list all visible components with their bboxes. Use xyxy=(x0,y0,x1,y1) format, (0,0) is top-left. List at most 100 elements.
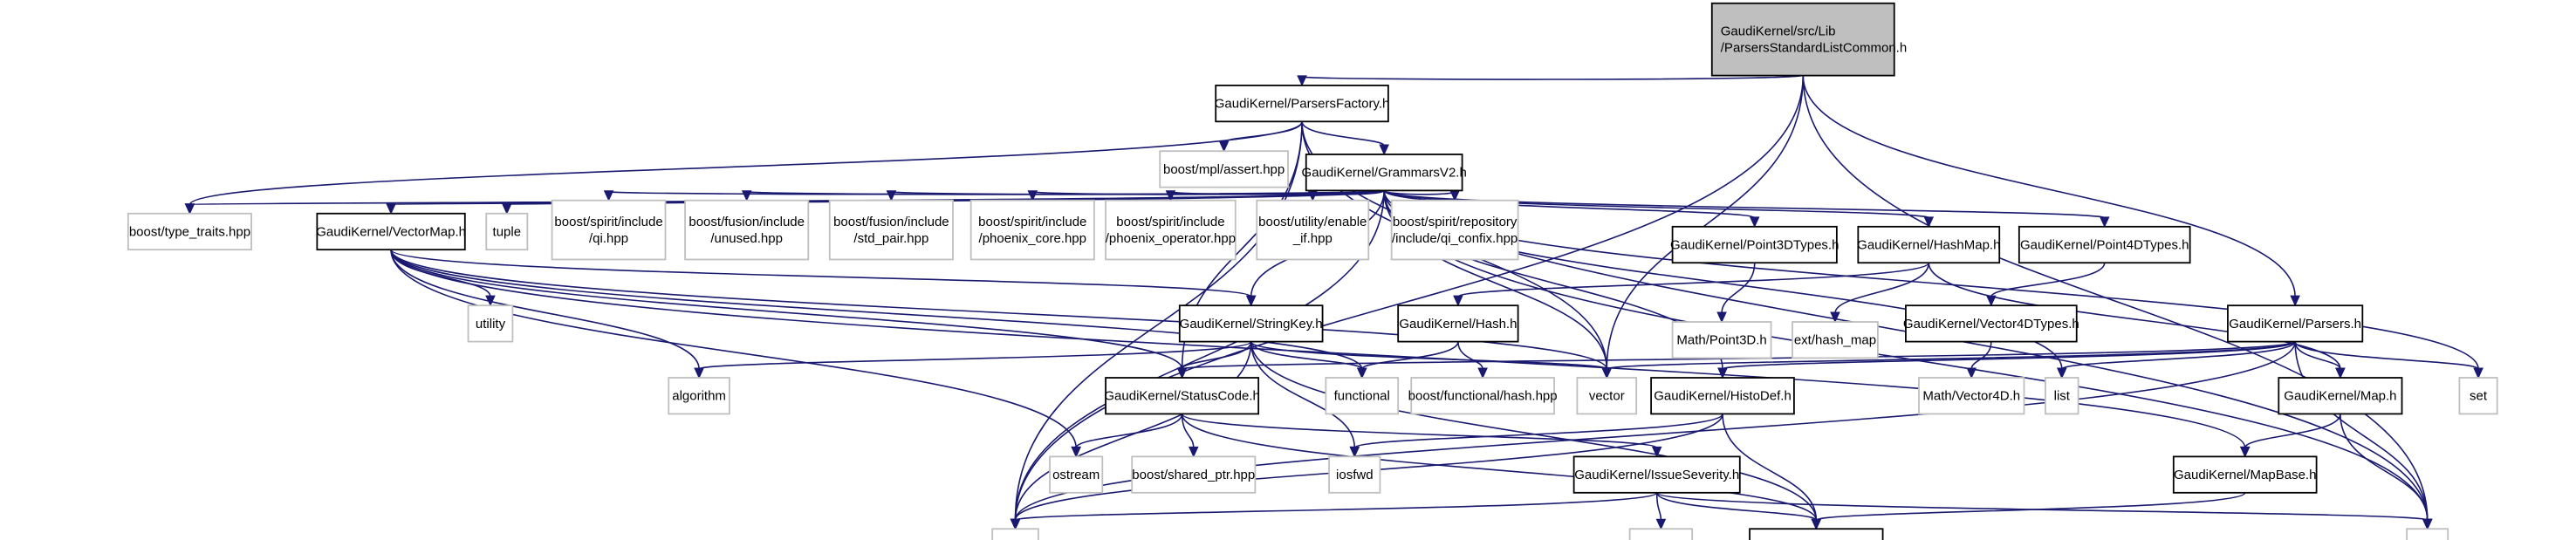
node-parsers[interactable]: GaudiKernel/Parsers.h xyxy=(2227,304,2364,343)
arrowhead-icon xyxy=(1297,75,1307,87)
edge-grammarsv2-to-point3dtypes xyxy=(1383,189,1760,229)
node-box xyxy=(991,528,1039,540)
node-box xyxy=(1576,377,1638,415)
node-label: boost/spirit/include xyxy=(978,215,1086,229)
node-label: boost/shared_ptr.hpp xyxy=(1132,468,1255,482)
node-stringkey[interactable]: GaudiKernel/StringKey.h xyxy=(1178,304,1324,343)
node-statuscode[interactable]: GaudiKernel/StatusCode.h xyxy=(1104,377,1260,415)
node-box xyxy=(1397,304,1519,343)
arrowhead-icon xyxy=(1010,518,1021,530)
edge-root-to-map xyxy=(1802,75,2433,530)
edge-statuscode-to-issueseverity xyxy=(1181,413,1662,458)
node-point3dtypes[interactable]: GaudiKernel/Point3DTypes.h xyxy=(1670,225,1839,264)
node-label: GaudiKernel/Parsers.h xyxy=(2229,317,2361,332)
arrowhead-icon xyxy=(1477,367,1488,379)
arrowhead-icon xyxy=(1071,446,1081,458)
node-label: GaudiKernel/Map.h xyxy=(2284,389,2396,404)
edge-root-to-parsers xyxy=(1802,75,2300,307)
node-mathpoint3d: Math/Point3D.h xyxy=(1671,321,1772,359)
node-box xyxy=(684,199,810,261)
node-box xyxy=(1256,199,1370,261)
node-vectormap[interactable]: GaudiKernel/VectorMap.h xyxy=(316,212,466,251)
node-sharedptr: boost/shared_ptr.hpp xyxy=(1131,455,1257,494)
node-tuple: tuple xyxy=(485,212,529,251)
edge-stringkey-to-kernel xyxy=(1250,341,1822,530)
edge-parsers-to-map_h xyxy=(2294,341,2346,379)
edge-parsers-to-set xyxy=(2294,341,2484,379)
node-label: boost/type_traits.hpp xyxy=(129,224,250,239)
node-hash[interactable]: GaudiKernel/Hash.h xyxy=(1397,304,1519,343)
node-box xyxy=(1390,199,1519,261)
node-box xyxy=(1628,528,1694,540)
node-box xyxy=(316,212,466,251)
arrowhead-icon xyxy=(1379,144,1389,156)
node-label: boost/functional/hash.hpp xyxy=(1408,389,1558,404)
node-box xyxy=(828,199,954,261)
node-vector: vector xyxy=(1576,377,1638,415)
node-label: GaudiKernel/ParsersFactory.h xyxy=(1215,97,1390,112)
node-label: /unused.hpp xyxy=(710,231,783,246)
node-label: /qi.hpp xyxy=(589,231,628,246)
arrowhead-icon xyxy=(1165,190,1176,202)
node-label: GaudiKernel/Hash.h xyxy=(1399,317,1517,332)
node-box xyxy=(1792,321,1879,359)
edge-parsersfactory-to-grammarsv2 xyxy=(1301,121,1389,156)
node-typetraits: boost/type_traits.hpp xyxy=(127,212,252,251)
node-issueseverity[interactable]: GaudiKernel/IssueSeverity.h xyxy=(1572,455,1741,494)
arrowhead-icon xyxy=(741,190,752,202)
node-label: tuple xyxy=(493,224,522,239)
node-label: GaudiKernel/StatusCode.h xyxy=(1104,389,1259,404)
arrowhead-icon xyxy=(1349,446,1360,458)
edge-root-to-parsersfactory xyxy=(1297,74,1805,87)
node-label: GaudiKernel/MapBase.h xyxy=(2174,468,2316,482)
edge-stringkey-to-functional xyxy=(1250,341,1367,379)
edge-statuscode-to-ostream xyxy=(1071,414,1183,458)
edge-map_h-to-map xyxy=(2340,414,2433,530)
edge-grammarsv2-to-hashmap xyxy=(1383,189,1935,229)
node-root[interactable]: GaudiKernel/src/Lib/ParsersStandardListC… xyxy=(1710,2,1907,77)
node-kernel[interactable]: GaudiKernel/Kernel.h xyxy=(1749,528,1884,540)
node-box xyxy=(1328,455,1381,494)
node-box xyxy=(2406,528,2449,540)
edge-vectormap-to-algorithm xyxy=(390,249,704,379)
node-box xyxy=(2045,377,2079,415)
node-mapbase[interactable]: GaudiKernel/MapBase.h xyxy=(2172,455,2318,494)
node-functional: functional xyxy=(1325,377,1400,415)
node-label: boost/spirit/repository xyxy=(1393,215,1518,229)
edge-point3dtypes-to-mathpoint3d xyxy=(1716,263,1756,324)
node-set: set xyxy=(2458,377,2498,415)
node-parsersfactory[interactable]: GaudiKernel/ParsersFactory.h xyxy=(1215,85,1390,123)
node-label: GaudiKernel/StringKey.h xyxy=(1180,317,1323,332)
node-vector4dtypes[interactable]: GaudiKernel/Vector4DTypes.h xyxy=(1903,304,2079,343)
node-exthashmap: ext/hash_map xyxy=(1792,321,1879,359)
node-label: iosfwd xyxy=(1336,468,1374,482)
arrowhead-icon xyxy=(1356,367,1367,379)
edge-histodef-to-iosfwd xyxy=(1349,413,1723,458)
node-box xyxy=(1325,377,1400,415)
node-box xyxy=(551,199,667,261)
node-box xyxy=(1749,528,1884,540)
node-label: /include/qi_confix.hpp xyxy=(1392,231,1518,246)
node-qi: boost/spirit/include/qi.hpp xyxy=(551,199,667,261)
arrowhead-icon xyxy=(2057,367,2067,379)
node-label: GaudiKernel/Point4DTypes.h xyxy=(2020,238,2189,253)
node-histodef[interactable]: GaudiKernel/HistoDef.h xyxy=(1650,377,1795,415)
node-grammarsv2[interactable]: GaudiKernel/GrammarsV2.h xyxy=(1302,154,1467,192)
node-utility: utility xyxy=(467,304,514,343)
arrowhead-icon xyxy=(2239,446,2251,458)
node-qiconfix: boost/spirit/repository/include/qi_confi… xyxy=(1390,199,1519,261)
node-list: list xyxy=(2045,377,2079,415)
node-stdpair: boost/fusion/include/std_pair.hpp xyxy=(828,199,954,261)
node-box xyxy=(1671,321,1772,359)
edge-statuscode-to-sharedptr xyxy=(1181,414,1199,458)
node-point4dtypes[interactable]: GaudiKernel/Point4DTypes.h xyxy=(2018,225,2191,264)
arrowhead-icon xyxy=(1966,367,1977,379)
node-label: boost/utility/enable xyxy=(1258,215,1367,229)
arrowhead-icon xyxy=(1453,295,1463,307)
arrowhead-icon xyxy=(1716,311,1727,324)
node-hashmap[interactable]: GaudiKernel/HashMap.h xyxy=(1857,225,2000,264)
node-map_h[interactable]: GaudiKernel/Map.h xyxy=(2278,377,2403,415)
edge-hash-to-functional xyxy=(1356,341,1459,379)
node-box xyxy=(1178,304,1324,343)
